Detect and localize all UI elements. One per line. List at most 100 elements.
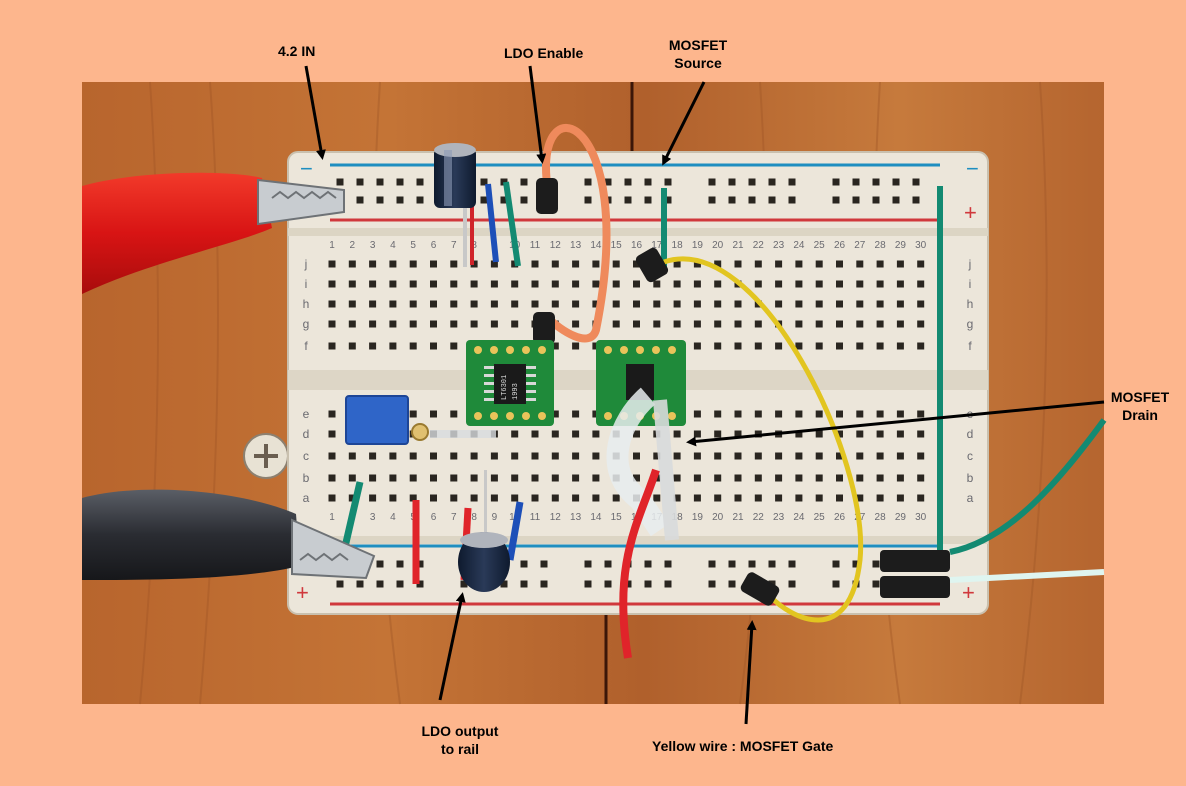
column-number: 9 xyxy=(492,512,498,523)
breadboard-hole xyxy=(795,260,803,268)
breadboard-hole xyxy=(754,280,762,288)
breadboard-hole xyxy=(917,410,925,418)
breadboard-hole xyxy=(551,342,559,350)
breadboard-hole xyxy=(754,320,762,328)
breadboard-hole xyxy=(430,452,437,460)
breadboard-hole xyxy=(328,342,336,350)
breadboard-hole xyxy=(430,320,437,328)
breadboard-hole xyxy=(470,280,478,288)
black-clip-jaw xyxy=(291,518,376,580)
breadboard-hole xyxy=(612,280,620,288)
breadboard-hole xyxy=(896,452,904,460)
column-number: 5 xyxy=(410,240,416,251)
column-number: 1 xyxy=(329,512,335,523)
rail-hole xyxy=(644,196,652,204)
breadboard-hole xyxy=(673,280,681,288)
column-number: 18 xyxy=(672,240,684,251)
breadboard-hole xyxy=(856,410,864,418)
wire-pin-header xyxy=(533,312,555,344)
arrow-ldo-enable xyxy=(528,65,547,164)
label-mosfet-drain: MOSFET Drain xyxy=(1104,388,1176,424)
breadboard-hole xyxy=(714,430,722,438)
breadboard-hole xyxy=(754,474,762,482)
rail-hole xyxy=(892,178,900,186)
row-letter: b xyxy=(967,471,974,485)
breadboard-hole xyxy=(836,452,843,460)
column-number: 13 xyxy=(570,512,582,523)
rail-hole xyxy=(768,560,776,568)
breadboard-hole xyxy=(673,474,681,482)
breadboard-hole xyxy=(693,320,701,328)
arrow-vin xyxy=(304,65,326,160)
rail-hole xyxy=(644,178,652,186)
breadboard-hole xyxy=(531,260,539,268)
breadboard-holes xyxy=(328,178,925,588)
rail-minus-sign: − xyxy=(300,156,313,181)
column-number: 25 xyxy=(814,512,826,523)
breadboard-hole xyxy=(511,280,519,288)
breadboard-hole xyxy=(836,494,843,502)
ldo-pads xyxy=(474,346,546,420)
breadboard-hole xyxy=(673,320,681,328)
breadboard-hole xyxy=(409,494,417,502)
breadboard-hole xyxy=(450,474,458,482)
column-number: 3 xyxy=(370,512,376,523)
breadboard-hole xyxy=(348,452,356,460)
breadboard-hole xyxy=(653,494,661,502)
wire-pin-header xyxy=(536,178,558,214)
breadboard-hole xyxy=(470,494,478,502)
breadboard-hole xyxy=(896,410,904,418)
column-number: 7 xyxy=(451,240,457,251)
rail-hole xyxy=(480,196,488,204)
breadboard-hole xyxy=(389,452,397,460)
rail-hole xyxy=(788,560,796,568)
breadboard-hole xyxy=(551,494,559,502)
rail-hole xyxy=(540,580,548,588)
rail-hole xyxy=(872,580,880,588)
rail-hole xyxy=(336,580,344,588)
breadboard-hole xyxy=(714,494,722,502)
breadboard-hole xyxy=(836,300,843,308)
label-ldo-output: LDO output to rail xyxy=(410,722,510,758)
rail-hole xyxy=(604,178,612,186)
column-number: 26 xyxy=(834,240,846,251)
column-number: 30 xyxy=(915,512,927,523)
column-number: 27 xyxy=(854,240,866,251)
rail-hole xyxy=(604,580,612,588)
breadboard-hole xyxy=(592,300,600,308)
breadboard-hole xyxy=(490,280,498,288)
breadboard-hole xyxy=(551,452,559,460)
label-mosfet-gate: Yellow wire : MOSFET Gate xyxy=(652,738,834,754)
breadboard-hole xyxy=(673,494,681,502)
breadboard-hole xyxy=(592,474,600,482)
breadboard-hole xyxy=(714,474,722,482)
clip-teeth xyxy=(299,552,349,562)
column-number: 29 xyxy=(895,240,907,251)
breadboard-hole xyxy=(633,300,640,308)
blue-jumper xyxy=(506,501,524,561)
breadboard-hole xyxy=(430,494,437,502)
breadboard-hole xyxy=(369,280,377,288)
clear-heatshrink xyxy=(653,399,679,541)
rail-separator xyxy=(288,228,988,236)
breadboard-hole xyxy=(328,260,336,268)
rail-hole xyxy=(872,178,880,186)
rail-hole xyxy=(416,178,424,186)
breadboard-hole xyxy=(328,320,336,328)
breadboard-hole xyxy=(896,342,904,350)
column-number: 13 xyxy=(570,240,582,251)
breadboard-hole xyxy=(917,474,925,482)
column-number: 24 xyxy=(793,512,805,523)
breadboard-hole xyxy=(551,280,559,288)
row-letter: f xyxy=(304,339,308,353)
rail-hole xyxy=(376,580,384,588)
rail-hole xyxy=(584,178,592,186)
rail-hole xyxy=(912,196,920,204)
rail-hole xyxy=(540,560,548,568)
rail-hole xyxy=(664,560,672,568)
breadboard-hole xyxy=(653,280,661,288)
breadboard-hole xyxy=(490,300,498,308)
column-number: 12 xyxy=(550,512,562,523)
breadboard-hole xyxy=(673,430,681,438)
breadboard-hole xyxy=(714,260,722,268)
